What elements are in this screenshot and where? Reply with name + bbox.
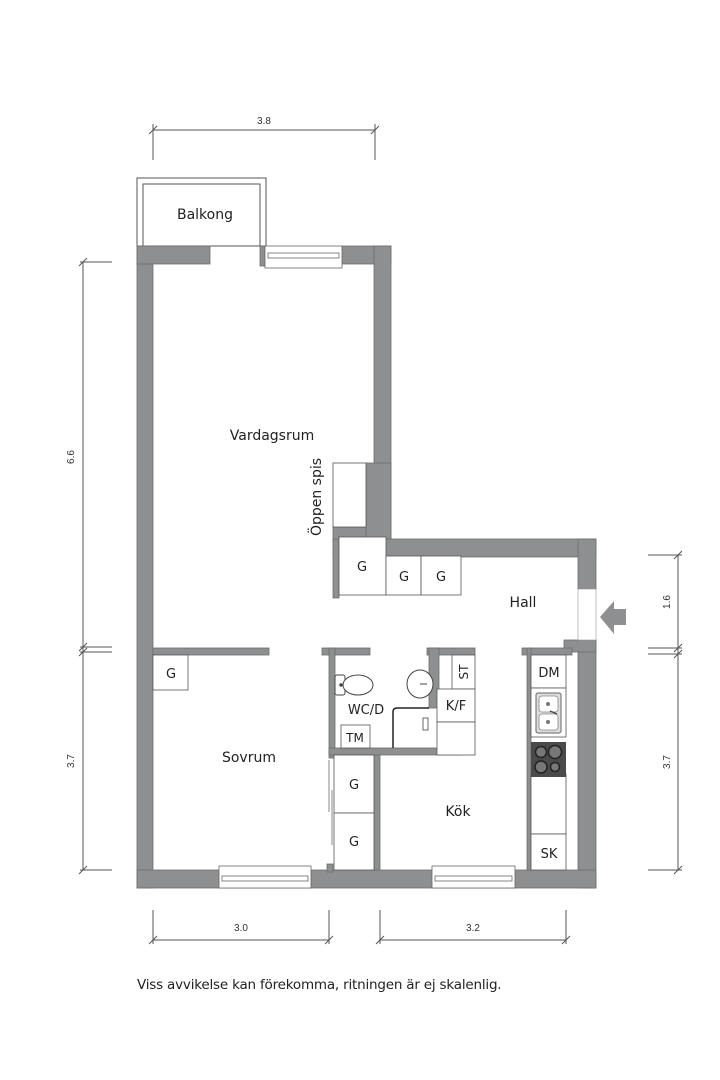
wardrobe-label: G	[399, 570, 409, 585]
wardrobe-hall-2	[385, 555, 422, 596]
wardrobe-sliding-doors	[328, 760, 333, 845]
wardrobe-label: G	[349, 778, 359, 793]
entrance-arrow-icon	[600, 601, 626, 634]
room-label-balcony: Balkong	[177, 207, 233, 223]
dimension-left-lower-label: 3.7	[66, 754, 77, 768]
wardrobe-hall-3	[420, 555, 462, 596]
dishwasher-label: DM	[538, 666, 559, 681]
kitchen-closet	[530, 833, 567, 871]
dimension-top	[148, 124, 380, 160]
fireplace	[332, 462, 367, 528]
dishwasher	[530, 654, 567, 689]
room-label-living-room: Vardagsrum	[230, 428, 315, 444]
toilet-icon	[334, 674, 374, 696]
wardrobe-bedroom-1	[333, 754, 375, 814]
balcony	[136, 177, 267, 247]
fridge-freezer	[436, 688, 476, 723]
sink-icon	[406, 669, 434, 699]
wardrobe-label: G	[166, 667, 176, 682]
dimension-left-upper-label: 6.6	[66, 450, 77, 464]
cooktop-icon	[531, 742, 566, 777]
wardrobe-bedroom-corner	[152, 654, 189, 691]
washing-machine-label: TM	[345, 731, 364, 745]
dimension-bottom-left-label: 3.0	[234, 923, 248, 934]
dimension-bottom	[148, 910, 571, 945]
dimension-right	[648, 550, 683, 875]
wardrobe-label: G	[349, 835, 359, 850]
window-bedroom	[218, 865, 312, 889]
kitchen-closet-label: SK	[541, 847, 558, 862]
counter	[530, 773, 567, 835]
window-kitchen	[431, 865, 516, 889]
wardrobe-hall-1	[338, 536, 387, 596]
dimension-left	[78, 257, 112, 875]
wardrobe-label: G	[436, 570, 446, 585]
washing-machine	[340, 724, 371, 749]
room-label-fireplace: Öppen spis	[307, 458, 325, 536]
window-living-room	[264, 245, 343, 269]
room-label-hall: Hall	[510, 595, 537, 611]
fridge-freezer-label: K/F	[446, 699, 466, 714]
wardrobe-bedroom-2	[333, 812, 375, 871]
dimension-bottom-right-label: 3.2	[466, 923, 480, 934]
room-label-bathroom: WC/D	[348, 703, 384, 718]
shower-curtain-icon	[392, 707, 429, 748]
wardrobe-label: G	[357, 560, 367, 575]
room-label-bedroom: Sovrum	[222, 750, 276, 766]
kitchen-cabinet-lower	[436, 721, 476, 756]
shower-tap-icon	[422, 717, 429, 731]
disclaimer-footnote: Viss avvikelse kan förekomma, ritningen …	[137, 977, 502, 993]
entrance-door	[577, 588, 597, 641]
storage-label: ST	[457, 664, 471, 680]
room-label-kitchen: Kök	[445, 804, 471, 820]
kitchen-sink-icon	[535, 692, 562, 734]
dimension-right-lower-label: 3.7	[662, 755, 673, 769]
dimension-right-upper-label: 1.6	[662, 595, 673, 609]
dimension-top-label: 3.8	[257, 116, 271, 127]
